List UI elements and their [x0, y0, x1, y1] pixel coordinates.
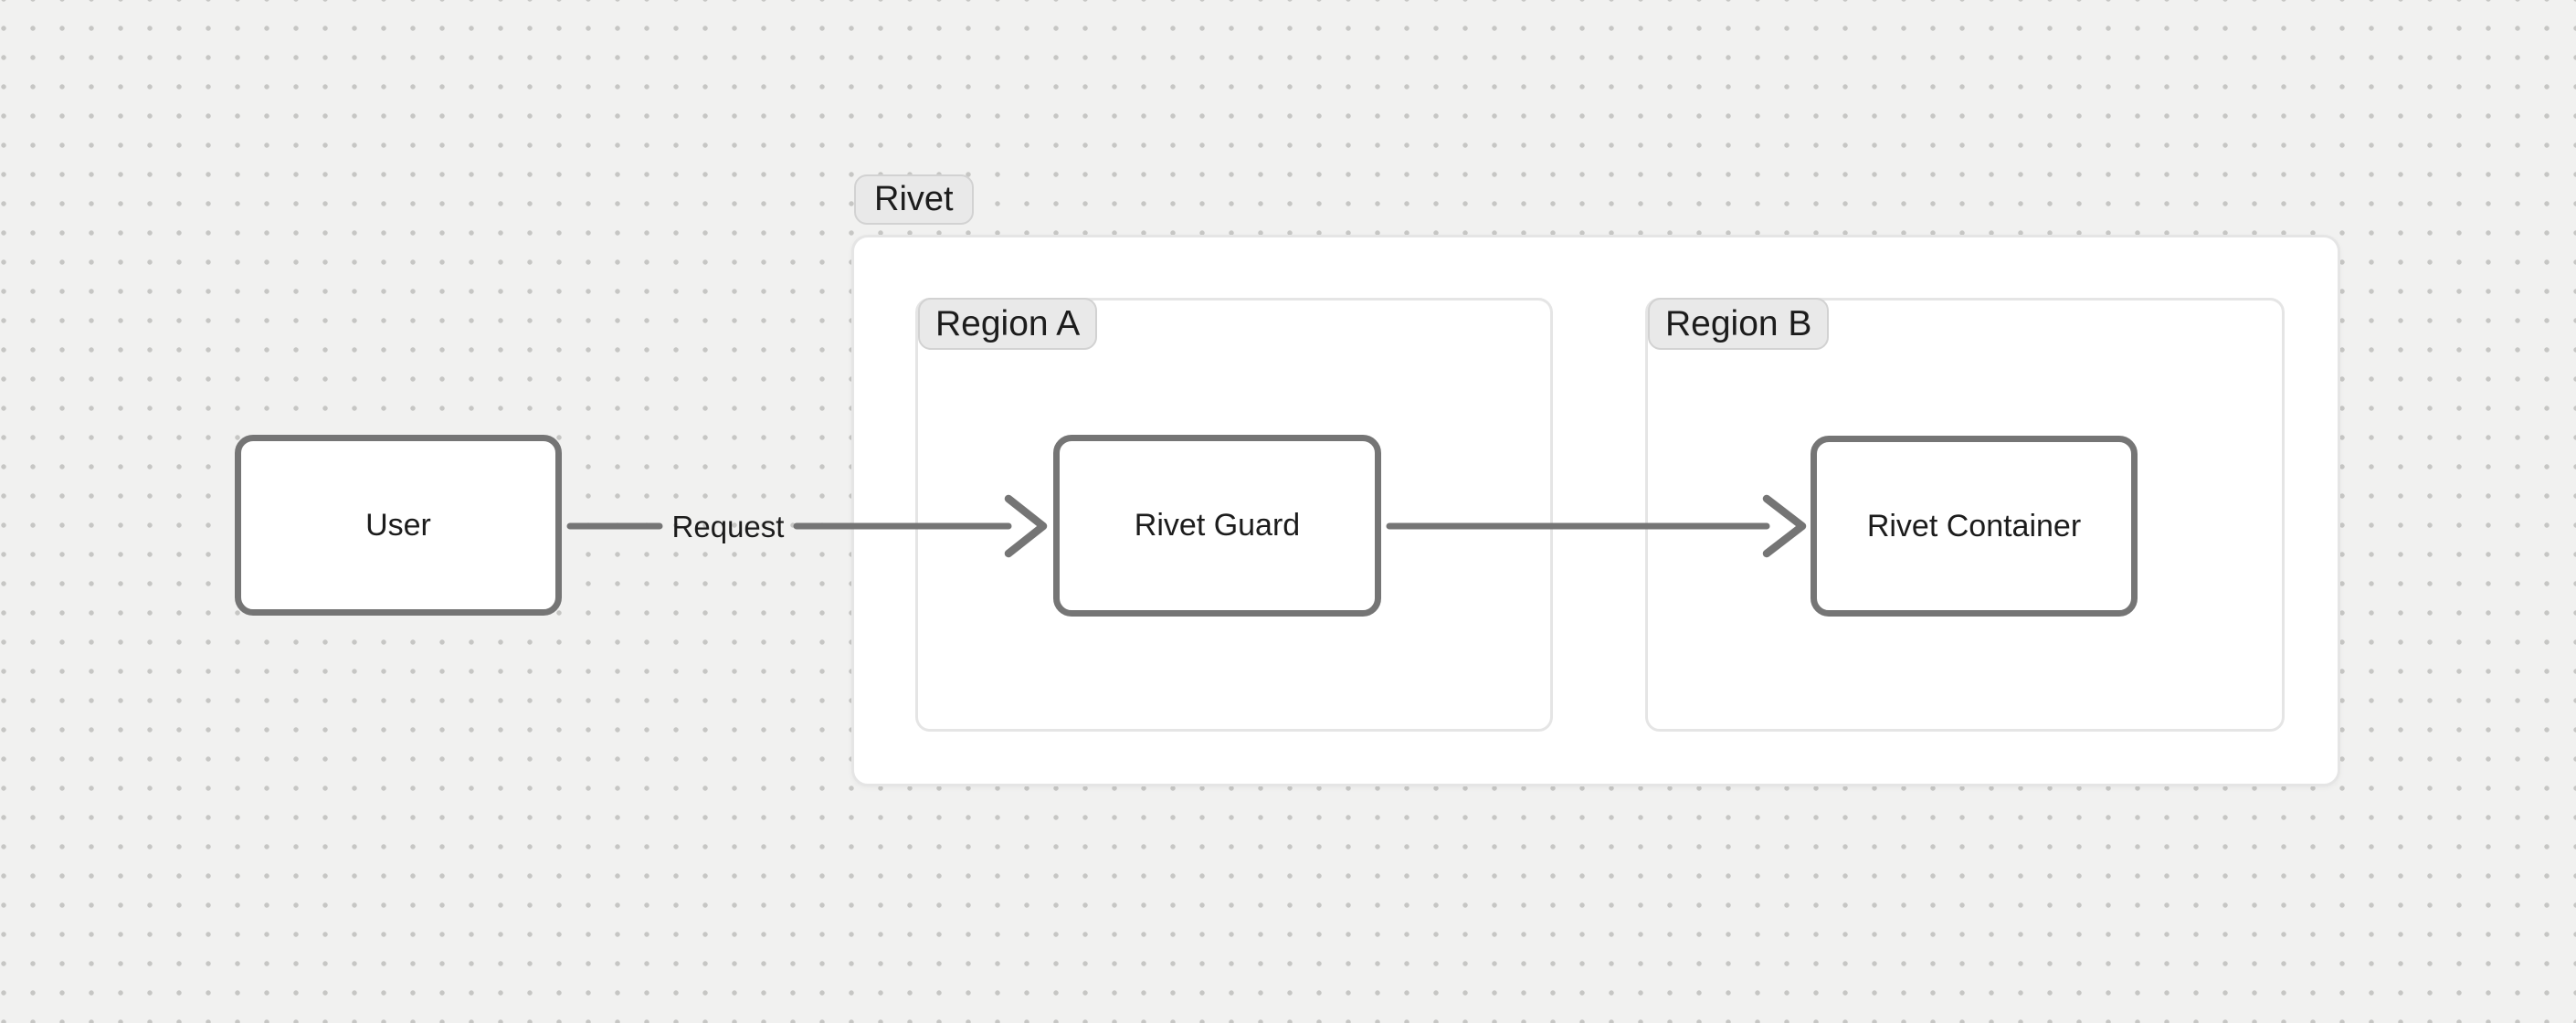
node-user[interactable]: User — [235, 435, 562, 616]
frame-rivet-label: Rivet — [874, 180, 954, 218]
arrowhead-icon — [1762, 494, 1807, 558]
region-b-label: Region B — [1665, 303, 1812, 343]
node-rivet-guard[interactable]: Rivet Guard — [1053, 435, 1381, 617]
edge-guard-to-container[interactable] — [1386, 494, 1807, 558]
region-a-label: Region A — [935, 303, 1081, 343]
frame-rivet[interactable]: Rivet Region A Region B — [851, 174, 2340, 786]
edge-request-label: Request — [671, 510, 785, 543]
frame-rivet-label-badge[interactable]: Rivet — [854, 174, 974, 225]
region-b-label-badge[interactable]: Region B — [1648, 298, 1830, 350]
arrowhead-icon — [1004, 494, 1048, 558]
node-user-label: User — [365, 507, 431, 543]
edge-user-to-guard[interactable] — [566, 494, 1048, 558]
node-rivet-container[interactable]: Rivet Container — [1811, 436, 2138, 617]
node-rivet-container-label: Rivet Container — [1866, 508, 2082, 543]
node-rivet-guard-label: Rivet Guard — [1134, 508, 1301, 543]
region-a-label-badge[interactable]: Region A — [918, 298, 1098, 350]
